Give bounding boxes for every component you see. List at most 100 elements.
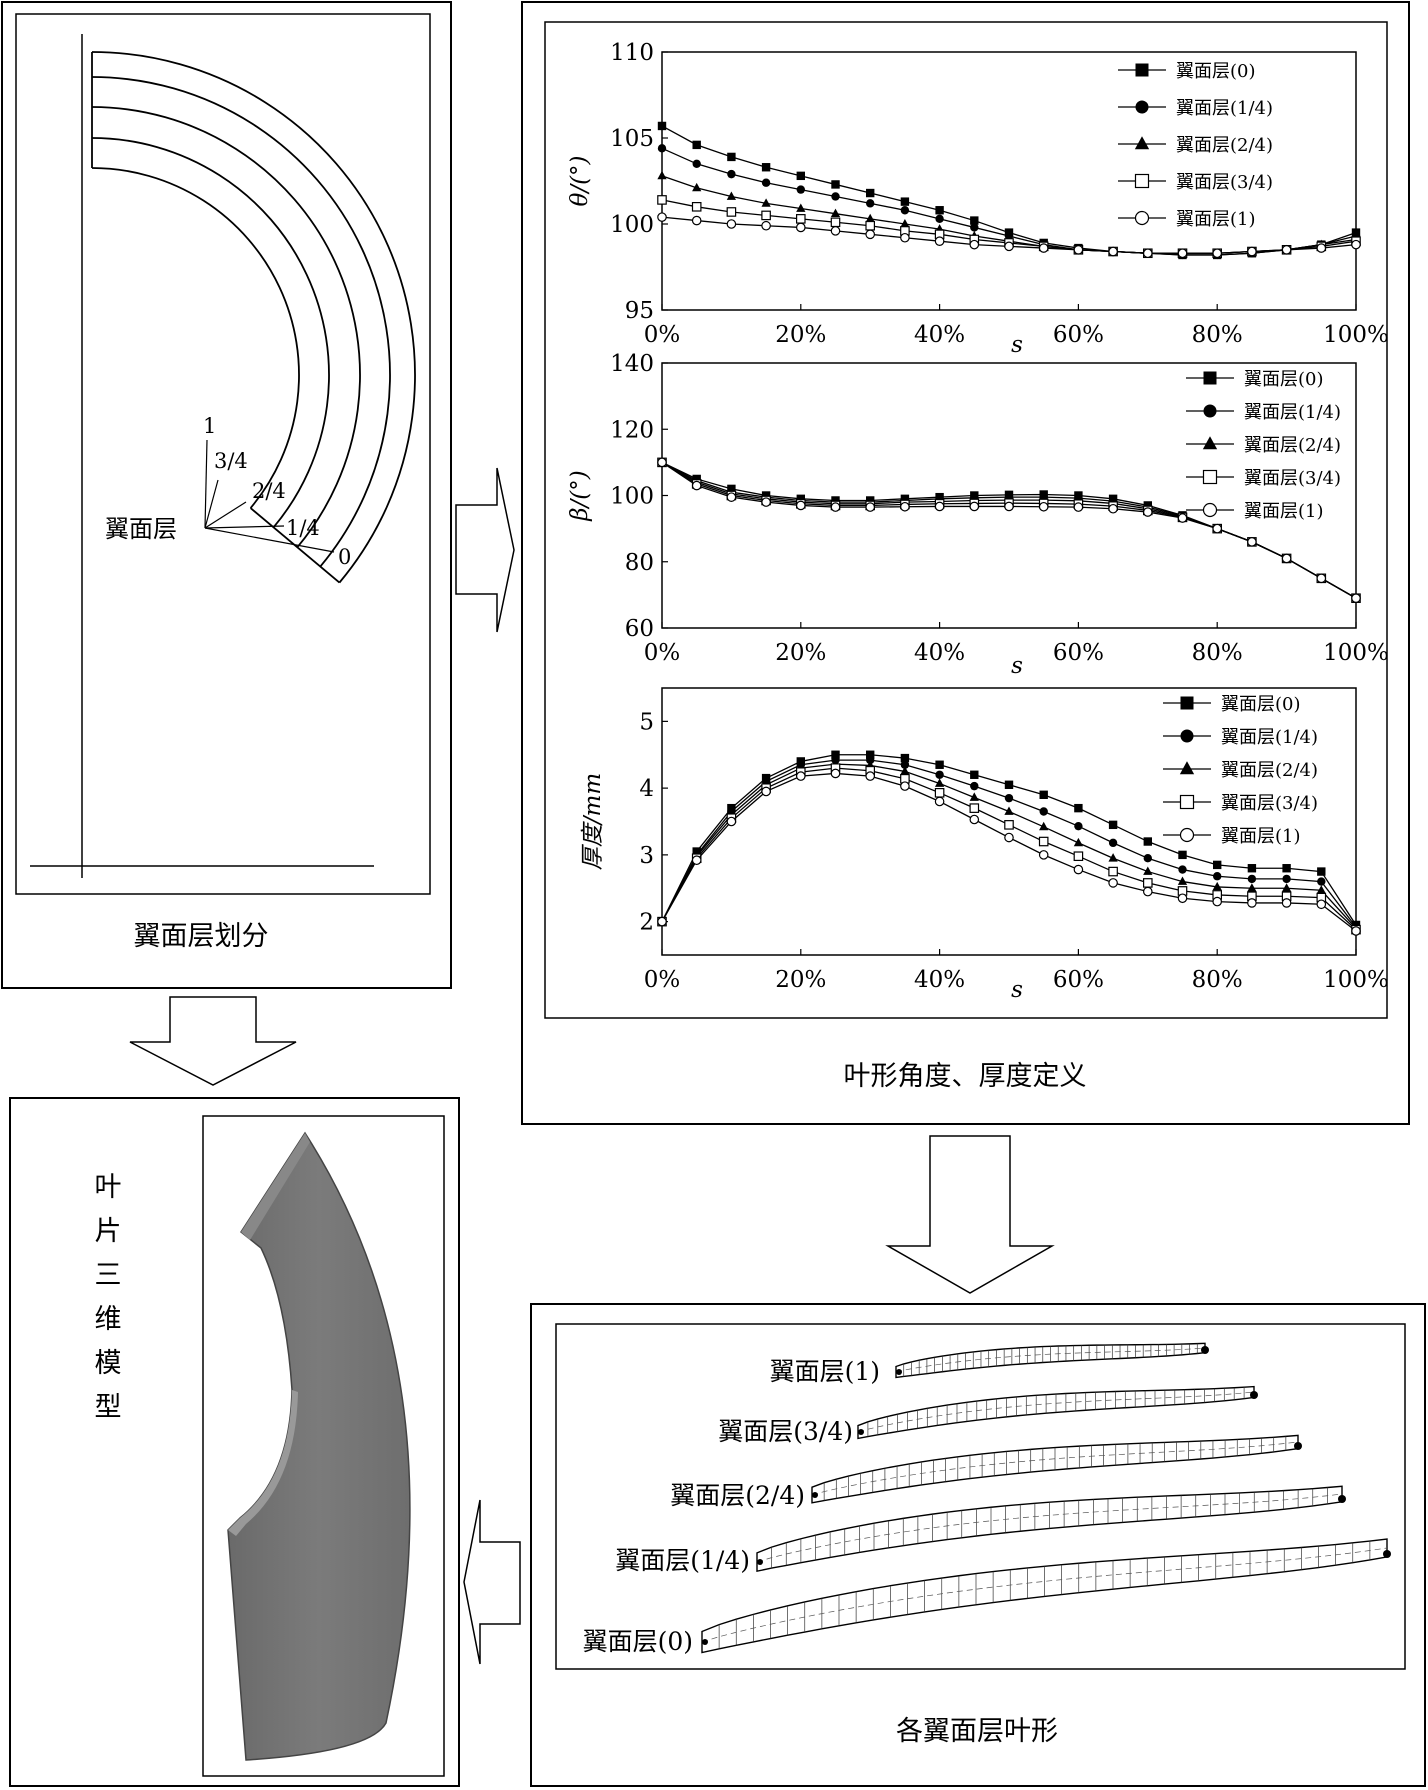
y-axis-label: β/(°): [567, 470, 593, 522]
series-4: [657, 212, 1361, 259]
data-point: [1247, 874, 1257, 884]
leading-edge-dot: [757, 1559, 763, 1565]
data-point: [970, 223, 979, 232]
y-tick-label: 5: [639, 709, 654, 735]
data-point: [1073, 851, 1084, 862]
blade-edge-top: [241, 1133, 310, 1240]
trailing-edge-dot: [1294, 1442, 1302, 1450]
y-tick-label: 3: [639, 843, 654, 869]
blade-profile-0: [895, 1342, 1209, 1379]
data-point: [1247, 537, 1257, 547]
data-point: [866, 188, 875, 198]
data-point: [1282, 874, 1291, 884]
data-point: [934, 501, 945, 512]
data-point: [1038, 836, 1049, 847]
data-point: [831, 180, 840, 189]
profile-label-2-4: 翼面层(2/4): [670, 1481, 805, 1510]
x-tick-label: 40%: [914, 322, 965, 348]
chart-1: 60801001201400%20%40%60%80%100%sβ/(°)翼面层…: [567, 351, 1389, 679]
x-tick-label: 0%: [644, 322, 681, 348]
profile-group: [701, 1342, 1391, 1654]
data-point: [1316, 573, 1327, 584]
data-point: [900, 501, 910, 512]
data-point: [1317, 867, 1326, 876]
legend-label: 翼面层(2/4): [1244, 435, 1341, 456]
x-tick-label: 0%: [644, 640, 681, 666]
data-point: [726, 191, 737, 200]
data-point: [1351, 239, 1361, 250]
data-point: [900, 760, 910, 769]
profile-label-3-4: 翼面层(3/4): [718, 1417, 853, 1446]
data-point: [1212, 881, 1222, 891]
plot-frame: [661, 51, 1357, 311]
data-point: [1177, 513, 1188, 523]
data-point: [1178, 850, 1187, 860]
legend-marker: [1135, 100, 1149, 114]
data-point: [1281, 883, 1292, 892]
data-point: [1281, 898, 1292, 908]
data-point: [1143, 866, 1153, 875]
data-point: [1351, 593, 1361, 603]
legend-marker: [1203, 404, 1217, 418]
data-point: [727, 169, 736, 179]
blade-profile-2: [811, 1434, 1302, 1504]
layer-arc-2: [91, 106, 361, 548]
profile-label-0: 翼面层(0): [583, 1627, 693, 1656]
inner-frame: [15, 13, 431, 895]
data-point: [795, 214, 806, 224]
legend-label: 翼面层(1): [1176, 209, 1256, 230]
data-point: [1281, 245, 1292, 255]
legend-label: 翼面层(3/4): [1244, 468, 1341, 489]
y-tick-label: 140: [610, 351, 654, 377]
data-point: [935, 206, 944, 215]
data-point: [1038, 850, 1049, 860]
camber-line: [857, 1391, 1255, 1433]
profile-label-1: 翼面层(1): [770, 1357, 880, 1386]
model-caption-char-1: 叶: [95, 1172, 122, 1203]
leading-edge-dot: [896, 1369, 902, 1375]
data-point: [726, 207, 737, 217]
data-point: [1247, 898, 1257, 908]
data-point: [900, 218, 910, 228]
data-point: [900, 206, 910, 215]
data-point: [1143, 248, 1153, 259]
data-point: [934, 778, 945, 787]
data-point: [969, 803, 980, 813]
x-tick-label: 0%: [644, 967, 681, 993]
x-tick-label: 20%: [775, 640, 826, 666]
data-point: [1073, 502, 1084, 512]
x-tick-label: 60%: [1053, 967, 1104, 993]
flow-arrows: [129, 467, 1055, 1665]
data-point: [1039, 807, 1048, 816]
data-point: [866, 750, 875, 759]
x-tick-label: 60%: [1053, 640, 1104, 666]
x-tick-label: 100%: [1323, 967, 1389, 993]
x-tick-label: 80%: [1192, 640, 1243, 666]
y-tick-label: 110: [610, 40, 654, 66]
plot-frame: [661, 687, 1357, 956]
data-point: [1316, 899, 1327, 910]
data-point: [900, 232, 910, 243]
data-point: [970, 781, 979, 791]
blade-profile-3: [756, 1485, 1346, 1573]
legend-label: 翼面层(2/4): [1221, 760, 1318, 781]
y-tick-label: 4: [639, 776, 654, 802]
x-tick-label: 20%: [775, 967, 826, 993]
data-point: [1004, 501, 1014, 512]
legend-label: 翼面层(1/4): [1244, 402, 1341, 423]
inner-frame: [555, 1323, 1406, 1670]
data-point: [1108, 503, 1118, 514]
data-point: [900, 766, 910, 775]
trailing-edge-dot: [1201, 1346, 1209, 1354]
data-point: [726, 816, 737, 827]
data-point: [969, 239, 980, 250]
data-point: [657, 212, 667, 222]
data-point: [657, 195, 667, 205]
panel-profiles: 翼面层(1) 翼面层(3/4) 翼面层(2/4) 翼面层(1/4) 翼面层(0)…: [530, 1303, 1426, 1787]
data-point: [1073, 245, 1084, 255]
data-point: [900, 753, 910, 763]
data-point: [691, 855, 702, 866]
fraction-label-1: 1: [203, 414, 216, 438]
data-point: [1073, 837, 1084, 847]
legend-marker: [1134, 136, 1150, 150]
